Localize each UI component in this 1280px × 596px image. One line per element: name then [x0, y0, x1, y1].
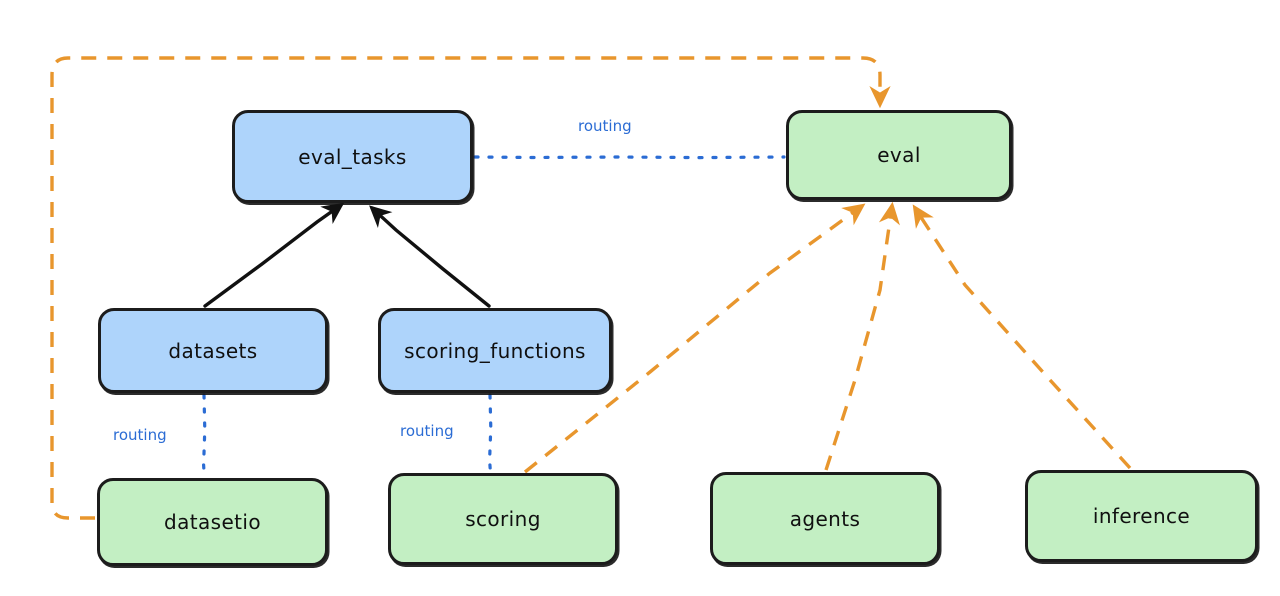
dependency-edge-datasets-to-eval-tasks [203, 202, 345, 308]
routing-edge-scoring-functions-to-scoring [487, 393, 493, 474]
node-inference[interactable]: inference [1025, 470, 1258, 562]
node-label-datasets: datasets [168, 338, 258, 363]
edge-label-routing-eval-tasks: routing [578, 117, 632, 135]
dependency-edge-agents-to-eval [824, 201, 900, 471]
node-eval[interactable]: eval [786, 110, 1012, 200]
node-scoring-functions[interactable]: scoring_functions [378, 308, 612, 393]
node-label-eval: eval [877, 143, 921, 167]
node-label-datasetio: datasetio [163, 510, 261, 534]
routing-edge-datasets-to-datasetio [201, 393, 207, 479]
edge-label-routing-datasets: routing [113, 426, 167, 444]
node-datasets[interactable]: datasets [98, 308, 328, 393]
edge-label-routing-scoring-functions: routing [400, 422, 454, 440]
node-scoring[interactable]: scoring [388, 473, 618, 565]
dependency-edge-datasetio-to-eval [50, 56, 891, 520]
dependency-edge-scoring-functions-to-eval-tasks [369, 205, 491, 308]
node-label-scoring: scoring [465, 507, 541, 531]
dependency-edge-inference-to-eval [912, 204, 1132, 470]
node-eval-tasks[interactable]: eval_tasks [232, 110, 473, 203]
node-label-inference: inference [1092, 504, 1191, 528]
node-label-eval-tasks: eval_tasks [298, 144, 407, 169]
node-label-agents: agents [789, 506, 861, 531]
node-agents[interactable]: agents [710, 472, 940, 565]
node-label-scoring-functions: scoring_functions [404, 338, 586, 363]
dependency-edge-scoring-to-eval [523, 203, 866, 474]
node-datasetio[interactable]: datasetio [97, 478, 328, 566]
routing-edge-eval-tasks-to-eval [473, 155, 786, 160]
